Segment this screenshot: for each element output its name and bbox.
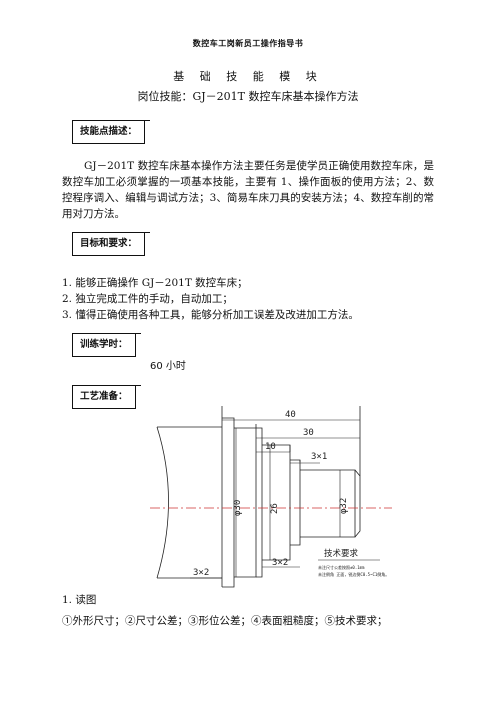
tech-line-2: 未注倒角 正面，锐边倒C0.5~C1倒角。 [318, 571, 389, 577]
dim-phi30: φ30 [233, 500, 243, 516]
dim-3x1: 3×1 [311, 452, 327, 462]
tech-line-1: 未注尺寸公差按照±0.1mm [318, 564, 365, 570]
goals-list: 1. 能够正确操作 GJ－201T 数控车床； 2. 独立完成工件的手动，自动加… [62, 275, 359, 323]
hours-tag: 训练学时： [72, 333, 140, 357]
goal-item: 3. 懂得正确使用各种工具，能够分析加工误差及改进加工方法。 [62, 309, 359, 321]
dim-26: 26 [270, 503, 280, 514]
goals-tag: 目标和要求： [72, 232, 151, 256]
dim-phi32: φ32 [339, 498, 349, 514]
dim-3x2-left: 3×2 [193, 568, 209, 578]
tech-title: 技术要求 [324, 548, 359, 559]
skill-description-text: GJ－201T 数控车床基本操作方法主要任务是使学员正确使用数控车床，是数控车加… [62, 160, 434, 220]
hours-value: 60 小时 [150, 361, 186, 372]
dim-10: 10 [265, 442, 276, 452]
goal-item: 2. 独立完成工件的手动，自动加工； [62, 293, 233, 305]
dim-30: 30 [303, 428, 314, 438]
module-title: 基 础 技 能 模 块 [173, 70, 323, 83]
document-header: 数控车工岗新员工操作指导书 [192, 39, 304, 48]
dim-3x2-right: 3×2 [272, 558, 288, 568]
prep-tag: 工艺准备： [72, 385, 140, 409]
skill-description-tag: 技能点描述： [72, 120, 151, 144]
dim-40: 40 [285, 410, 296, 420]
read-drawing-title: 1. 读图 [62, 594, 97, 606]
break-line-left [156, 426, 169, 579]
skill-line: 岗位技能：GJ－201T 数控车床基本操作方法 [137, 90, 359, 103]
read-drawing-points: ①外形尺寸；②尺寸公差；③形位公差；④表面粗糙度；⑤技术要求； [62, 615, 388, 627]
goal-item: 1. 能够正确操作 GJ－201T 数控车床； [62, 277, 248, 289]
